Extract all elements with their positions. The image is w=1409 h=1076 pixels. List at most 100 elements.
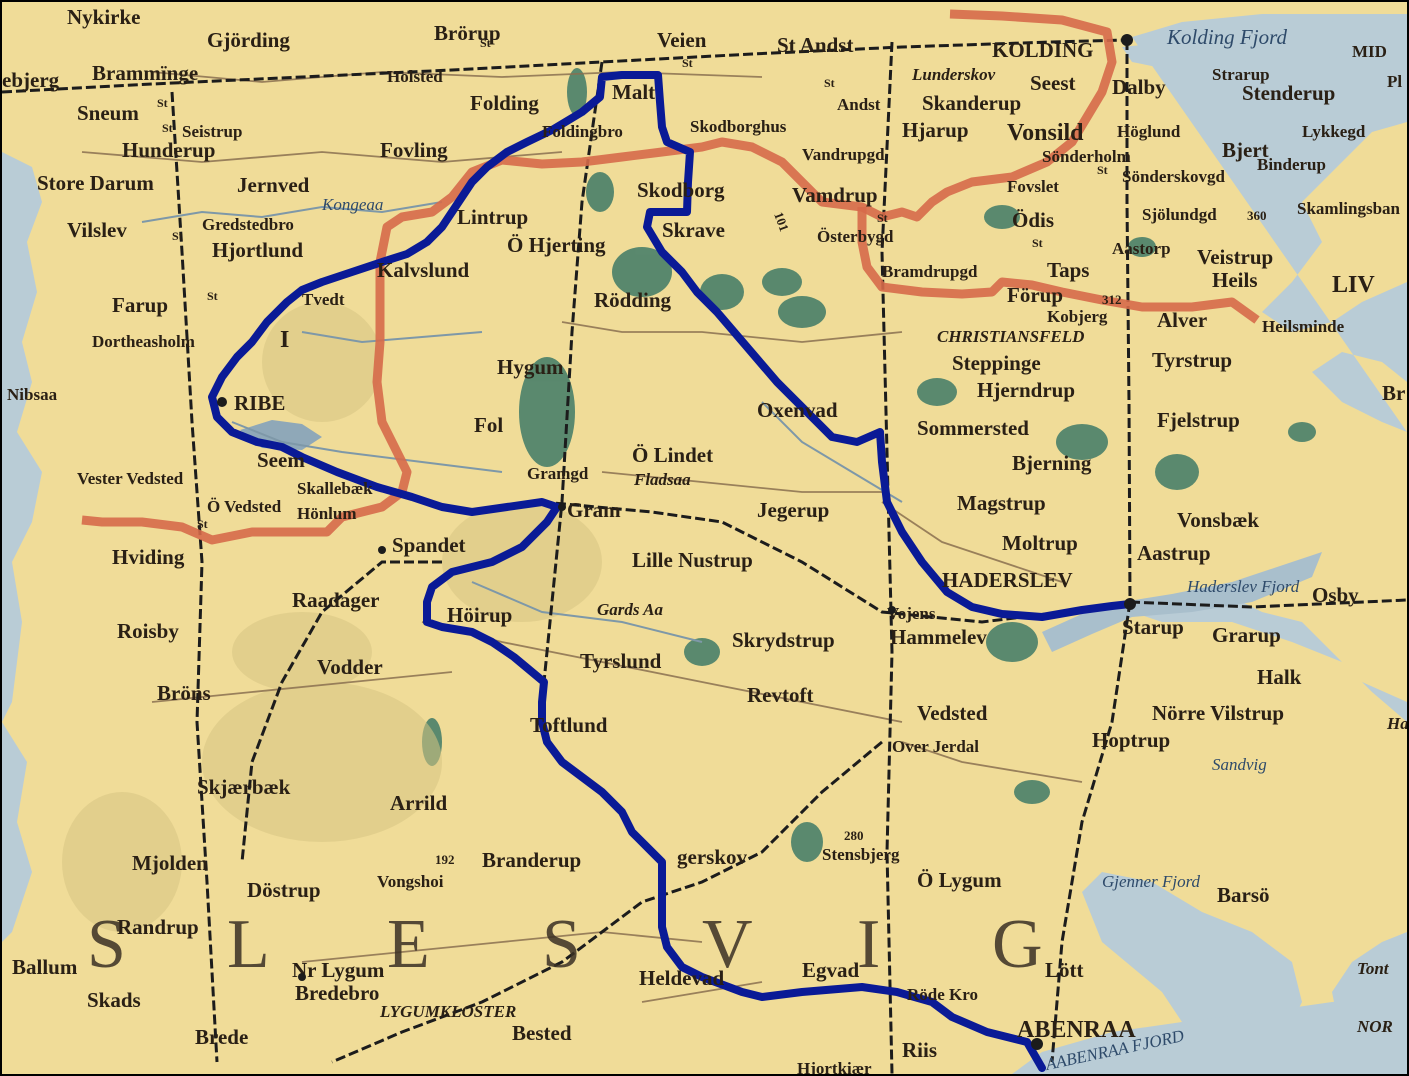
place-skodborghus[interactable]: Skodborghus xyxy=(690,117,787,136)
place-hoptrup[interactable]: Hoptrup xyxy=(1092,728,1170,752)
place-alver[interactable]: Alver xyxy=(1157,308,1207,332)
place-hjortkjaer[interactable]: Hjortkiær xyxy=(797,1059,872,1074)
place-hornlund[interactable]: Hönlum xyxy=(297,504,357,523)
place-sandvig[interactable]: Sandvig xyxy=(1212,755,1267,774)
place-hunderup[interactable]: Hunderup xyxy=(122,138,215,162)
place-pl[interactable]: Pl xyxy=(1387,72,1402,91)
place-kongeaa[interactable]: Kongeaa xyxy=(321,195,383,214)
place-hjortlund[interactable]: Hjortlund xyxy=(212,238,303,262)
place-folding[interactable]: Folding xyxy=(470,91,539,115)
place-tyrstrup[interactable]: Tyrstrup xyxy=(1152,348,1232,372)
place-store-darum[interactable]: Store Darum xyxy=(37,171,154,195)
place-over-jerdal[interactable]: Over Jerdal xyxy=(892,737,979,756)
place-taps[interactable]: Taps xyxy=(1047,258,1089,282)
place-o-lindet[interactable]: Ö Lindet xyxy=(632,443,713,467)
place-lunderskov[interactable]: Lunderskov xyxy=(911,65,996,84)
place-stensbjerg[interactable]: Stensbjerg xyxy=(822,845,900,864)
place-vilslev[interactable]: Vilslev xyxy=(67,218,127,242)
place-esbjerg[interactable]: ebjerg xyxy=(2,68,60,92)
place-hjerndrup[interactable]: Hjerndrup xyxy=(977,378,1075,402)
place-aastorp[interactable]: Aastorp xyxy=(1112,239,1171,258)
place-moltrup[interactable]: Moltrup xyxy=(1002,531,1078,555)
place-seistrup[interactable]: Seistrup xyxy=(182,122,242,141)
place-bjerning[interactable]: Bjerning xyxy=(1012,451,1092,475)
place-sonderholm[interactable]: Sönderholm xyxy=(1042,147,1131,166)
place-hygum[interactable]: Hygum xyxy=(497,355,564,379)
place-veistrup[interactable]: Veistrup xyxy=(1197,245,1273,269)
place-hoglund[interactable]: Höglund xyxy=(1117,122,1181,141)
place-gjording[interactable]: Gjörding xyxy=(207,28,290,52)
place-kolding-fjord[interactable]: Kolding Fjord xyxy=(1166,25,1287,49)
place-fovling[interactable]: Fovling xyxy=(380,138,448,162)
place-foldingbro[interactable]: Foldingbro xyxy=(542,122,623,141)
place-hviding[interactable]: Hviding xyxy=(112,545,185,569)
place-brede[interactable]: Brede xyxy=(195,1025,248,1049)
place-bramdrupgd[interactable]: Bramdrupgd xyxy=(882,262,978,281)
place-gram[interactable]: Gram xyxy=(567,498,621,522)
place-randrup[interactable]: Randrup xyxy=(117,915,199,939)
place-ballum[interactable]: Ballum xyxy=(12,955,78,979)
place-bredebro[interactable]: Bredebro xyxy=(295,981,379,1005)
place-revtoft[interactable]: Revtoft xyxy=(747,683,813,707)
place-liv[interactable]: LIV xyxy=(1332,272,1375,298)
place-heldevad[interactable]: Heldevad xyxy=(639,966,724,990)
place-dalby[interactable]: Dalby xyxy=(1112,75,1166,99)
place-o-hjerting[interactable]: Ö Hjerting xyxy=(507,233,606,257)
place-fol[interactable]: Fol xyxy=(474,413,503,437)
place-vonsbaek[interactable]: Vonsbæk xyxy=(1177,508,1259,532)
place-tyrslund[interactable]: Tyrslund xyxy=(580,649,662,673)
place-starup[interactable]: Starup xyxy=(1122,615,1184,639)
place-vodder[interactable]: Vodder xyxy=(317,655,383,679)
place-vamdrup[interactable]: Vamdrup xyxy=(792,183,878,207)
place-sneum[interactable]: Sneum xyxy=(77,101,139,125)
place-arrild[interactable]: Arrild xyxy=(390,791,447,815)
place-halk[interactable]: Halk xyxy=(1257,665,1302,689)
place-gramgd[interactable]: Gramgd xyxy=(527,464,589,483)
place-egvad[interactable]: Egvad xyxy=(802,958,860,982)
place-heils[interactable]: Heils xyxy=(1212,268,1258,292)
place-andst[interactable]: Andst xyxy=(837,95,881,114)
place-sonderskovgd[interactable]: Sönderskovgd xyxy=(1122,167,1226,186)
place-barso[interactable]: Barsö xyxy=(1217,883,1270,907)
place-tved[interactable]: Tvedt xyxy=(302,290,345,309)
place-bramminge[interactable]: Brammïnge xyxy=(92,61,198,85)
place-st-andst[interactable]: St Andst xyxy=(777,33,853,57)
place-osterbygd[interactable]: Österbygd xyxy=(817,227,894,246)
place-osby[interactable]: Osby xyxy=(1312,583,1359,607)
place-dostrup[interactable]: Döstrup xyxy=(247,878,321,902)
place-haderslev-fjord[interactable]: Haderslev Fjord xyxy=(1186,577,1300,596)
place-mid[interactable]: MID xyxy=(1352,42,1387,61)
place-agerskov[interactable]: gerskov xyxy=(677,845,747,869)
place-haderslev[interactable]: HADERSLEV xyxy=(942,568,1073,592)
place-mjolden[interactable]: Mjolden xyxy=(132,851,208,875)
place-fladsaa[interactable]: Fladsaa xyxy=(633,470,691,489)
place-skanderup[interactable]: Skanderup xyxy=(922,91,1021,115)
place-brorup[interactable]: Brörup xyxy=(434,21,501,45)
place-stepping[interactable]: Steppinge xyxy=(952,351,1041,375)
place-nykirke[interactable]: Nykirke xyxy=(67,5,141,29)
place-vongshoi[interactable]: Vongshoi xyxy=(377,872,444,891)
place-ha[interactable]: Ha xyxy=(1386,714,1407,733)
place-hammelev[interactable]: Hammelev xyxy=(890,625,987,649)
place-branderup[interactable]: Branderup xyxy=(482,848,581,872)
place-tont[interactable]: Tont xyxy=(1357,959,1390,978)
place-norre-vilstrup[interactable]: Nörre Vilstrup xyxy=(1152,701,1284,725)
place-dortheasholm[interactable]: Dortheasholm xyxy=(92,332,195,351)
place-stenderup[interactable]: Stenderup xyxy=(1242,81,1335,105)
place-brons[interactable]: Bröns xyxy=(157,681,211,705)
place-jegerup[interactable]: Jegerup xyxy=(757,498,829,522)
place-jernved[interactable]: Jernved xyxy=(237,173,310,197)
place-skrydstrup[interactable]: Skrydstrup xyxy=(732,628,835,652)
place-seest[interactable]: Seest xyxy=(1030,71,1076,95)
place-o-lygum[interactable]: Ö Lygum xyxy=(917,868,1002,892)
place-gredstedbro[interactable]: Gredstedbro xyxy=(202,215,294,234)
place-horup[interactable]: Höirup xyxy=(447,603,512,627)
place-christiansfeld[interactable]: CHRISTIANSFELD xyxy=(937,327,1084,346)
place-skjaerbaek[interactable]: Skjærbæk xyxy=(197,775,291,799)
place-seem[interactable]: Seem xyxy=(257,448,305,472)
place-toftlund[interactable]: Toftlund xyxy=(530,713,608,737)
place-forup[interactable]: Förup xyxy=(1007,283,1063,307)
place-holsted[interactable]: Holsted xyxy=(387,67,443,86)
place-lygumkloster[interactable]: LYGUMKLOSTER xyxy=(379,1002,516,1021)
place-n-lygum[interactable]: Nr Lygum xyxy=(292,958,385,982)
